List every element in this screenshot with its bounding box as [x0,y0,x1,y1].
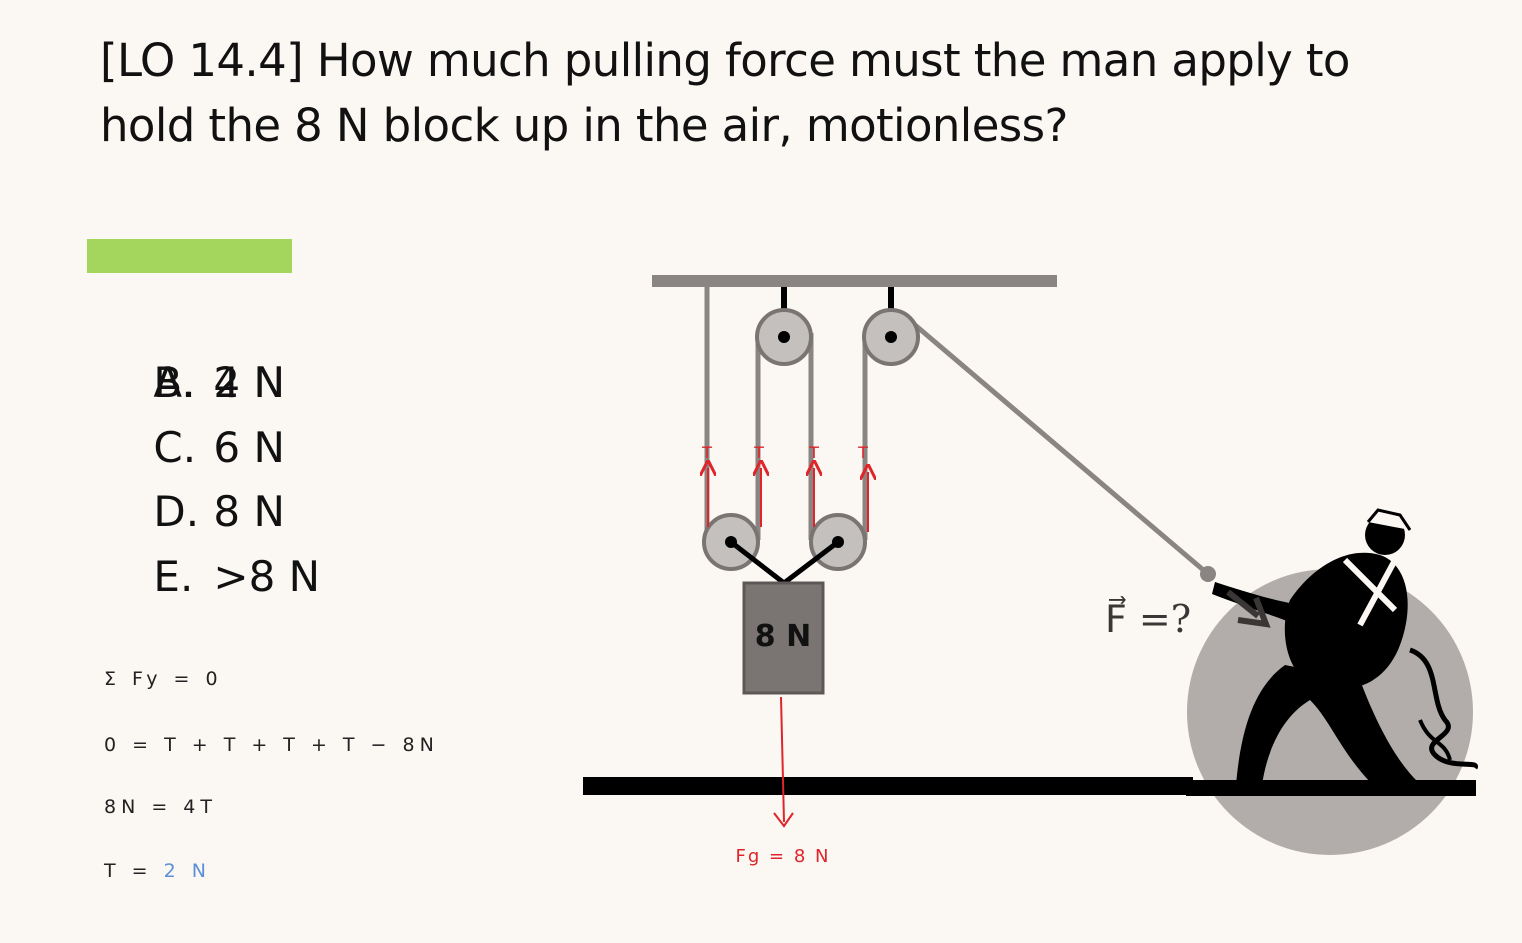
tension-label-4: T [857,443,868,462]
tension-arrows [708,468,868,532]
option-text: >8 N [213,551,321,601]
option-e[interactable]: E. >8 N [100,480,320,601]
option-letter: B. [153,358,196,407]
top-pulleys [755,287,920,366]
tension-label-2: T [753,443,764,462]
gravity-arrow [773,696,794,828]
man-figure [1186,508,1478,855]
work-simplified: 8N = 4T [104,796,217,818]
ceiling-beam [652,275,1057,287]
option-c[interactable]: C. 6 N [100,351,320,472]
force-label: F⃗ =? [1105,596,1191,641]
work-equation: 0 = T + T + T + T − 8N [104,734,439,756]
bottom-pulleys [702,513,867,585]
option-letter: C. [153,422,197,472]
work-result: T = 2 N [104,860,211,882]
work-sum-forces: Σ Fy = 0 [104,668,223,690]
option-text: 6 N [213,422,285,472]
option-a[interactable]: A. 2 N [87,222,320,407]
question-text: [LO 14.4] How much pulling force must th… [100,34,1350,152]
option-d[interactable]: D. 8 N [100,416,320,536]
option-letter: E. [153,551,194,601]
work-result-answer: 2 N [163,860,211,882]
option-letter: A. [153,358,195,407]
option-letter: D. [153,487,200,536]
force-arrow [1226,589,1271,628]
block [742,581,825,695]
option-b[interactable]: B. 4 N [100,287,320,407]
tension-label-3: T [808,443,819,462]
option-text: 8 N [213,487,285,536]
option-text: 4 N [213,358,285,407]
floor [583,777,1193,795]
answer-options: A. 2 N B. 4 N C. 6 N D. 8 N E. >8 N [87,222,320,601]
pull-rope [913,323,1210,576]
gravity-label: Fg = 8 N [736,846,831,867]
tension-label-1: T [701,443,712,462]
work-result-label: T = [104,860,164,882]
option-text: 2 N [213,358,285,407]
block-label: 8 N [755,619,811,654]
